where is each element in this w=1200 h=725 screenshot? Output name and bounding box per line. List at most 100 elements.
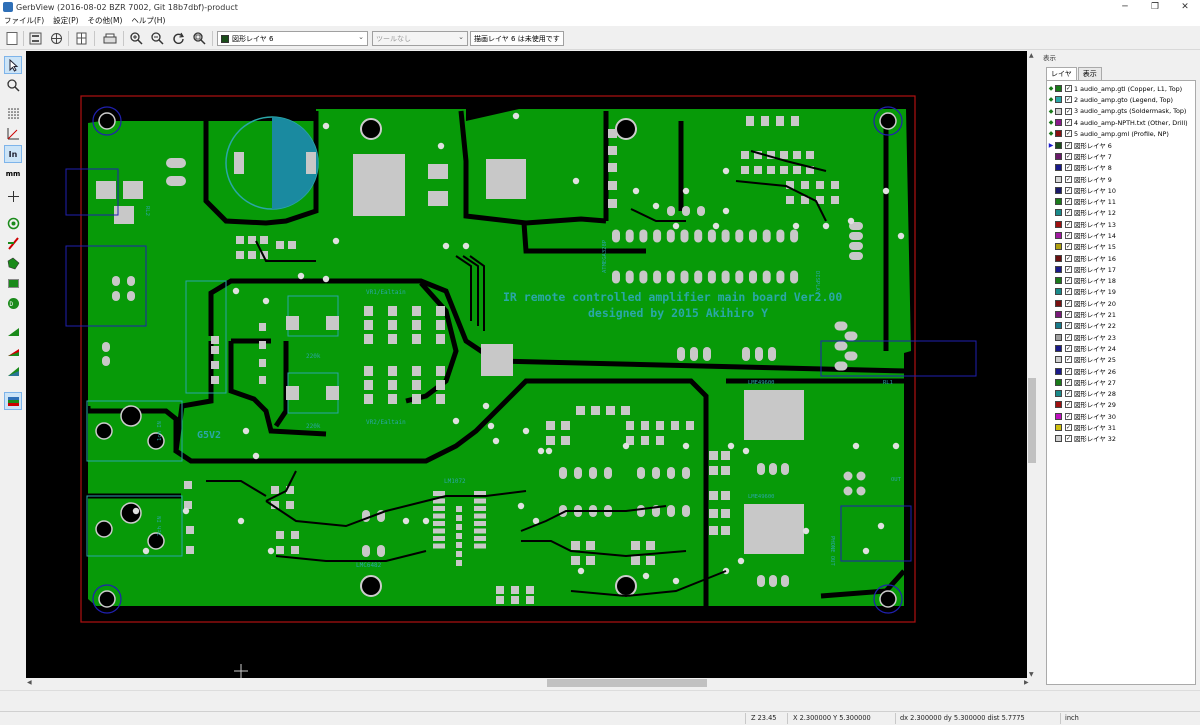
layer-row[interactable]: ✓図形レイヤ 21 <box>1047 309 1195 320</box>
layer-visible-checkbox[interactable]: ✓ <box>1065 311 1072 319</box>
layer-visible-checkbox[interactable]: ✓ <box>1065 265 1072 273</box>
layer-visible-checkbox[interactable]: ✓ <box>1065 344 1072 352</box>
diff-mode-icon[interactable] <box>4 321 22 339</box>
open-gerber-icon[interactable] <box>26 30 44 47</box>
layer-row[interactable]: ◆✓2 audio_amp.gto (Legend, Top) <box>1047 94 1195 105</box>
layer-color-swatch[interactable] <box>1055 254 1062 262</box>
minimize-button[interactable]: ─ <box>1122 2 1128 12</box>
layer-row[interactable]: ✓図形レイヤ 18 <box>1047 275 1195 286</box>
layer-visible-checkbox[interactable]: ✓ <box>1065 186 1072 194</box>
layer-visible-checkbox[interactable]: ✓ <box>1065 85 1072 93</box>
layer-row[interactable]: ◆✓4 audio_amp-NPTH.txt (Other, Drill) <box>1047 117 1195 128</box>
show-negative-objects-icon[interactable]: D <box>4 294 22 312</box>
layer-color-swatch[interactable] <box>1055 277 1062 285</box>
layer-row[interactable]: ✓図形レイヤ 10 <box>1047 185 1195 196</box>
layer-row[interactable]: ✓図形レイヤ 25 <box>1047 354 1195 365</box>
layer-color-swatch[interactable] <box>1055 164 1062 172</box>
layer-color-swatch[interactable] <box>1055 356 1062 364</box>
layer-visible-checkbox[interactable]: ✓ <box>1065 424 1072 432</box>
layer-row[interactable]: ◆✓3 audio_amp.gts (Soldermask, Top) <box>1047 106 1195 117</box>
layer-color-swatch[interactable] <box>1055 322 1062 330</box>
layer-color-swatch[interactable] <box>1055 186 1062 194</box>
layer-color-swatch[interactable] <box>1055 119 1062 127</box>
new-file-icon[interactable] <box>3 30 21 47</box>
layer-color-swatch[interactable] <box>1055 435 1062 443</box>
layer-color-swatch[interactable] <box>1055 232 1062 239</box>
units-inch-icon[interactable]: In <box>4 145 22 163</box>
layer-color-swatch[interactable] <box>1055 265 1062 273</box>
layer-visible-checkbox[interactable]: ✓ <box>1065 96 1072 104</box>
layer-visible-checkbox[interactable]: ✓ <box>1065 401 1072 409</box>
layer-row[interactable]: ✓図形レイヤ 31 <box>1047 422 1195 433</box>
scroll-right-icon[interactable]: ▶ <box>1024 679 1029 686</box>
layer-row[interactable]: ✓図形レイヤ 17 <box>1047 264 1195 275</box>
layer-visible-checkbox[interactable]: ✓ <box>1065 435 1072 443</box>
menu-settings[interactable]: 設定(P) <box>53 15 79 25</box>
scroll-down-icon[interactable]: ▼ <box>1029 671 1034 678</box>
maximize-button[interactable]: ❐ <box>1150 2 1160 12</box>
layer-color-swatch[interactable] <box>1055 198 1062 206</box>
layer-row[interactable]: ✓図形レイヤ 23 <box>1047 332 1195 343</box>
layer-visible-checkbox[interactable]: ✓ <box>1065 130 1072 138</box>
scroll-left-icon[interactable]: ◀ <box>27 679 32 686</box>
layer-visible-checkbox[interactable]: ✓ <box>1065 288 1072 296</box>
layer-visible-checkbox[interactable]: ✓ <box>1065 209 1072 217</box>
layer-color-swatch[interactable] <box>1055 85 1062 93</box>
select-arrow-icon[interactable] <box>4 56 22 74</box>
layer-color-swatch[interactable] <box>1055 96 1062 104</box>
layer-row[interactable]: ✓図形レイヤ 22 <box>1047 320 1195 331</box>
layer-color-swatch[interactable] <box>1055 243 1062 251</box>
close-button[interactable]: ✕ <box>1181 2 1189 12</box>
layer-manager-icon[interactable] <box>72 30 90 47</box>
polygons-sketch-icon[interactable] <box>4 254 22 272</box>
layer-color-swatch[interactable] <box>1055 130 1062 138</box>
menu-file[interactable]: ファイル(F) <box>4 15 45 25</box>
layer-visible-checkbox[interactable]: ✓ <box>1065 107 1072 115</box>
layer-row[interactable]: ◆✓5 audio_amp.gml (Profile, NP) <box>1047 128 1195 139</box>
layer-color-swatch[interactable] <box>1055 412 1062 420</box>
layer-visible-checkbox[interactable]: ✓ <box>1065 378 1072 386</box>
tab-layers[interactable]: レイヤ <box>1046 67 1077 80</box>
layer-manager-side-icon[interactable] <box>4 392 22 410</box>
layer-color-swatch[interactable] <box>1055 107 1062 115</box>
layer-color-swatch[interactable] <box>1055 333 1062 341</box>
vertical-scroll-thumb[interactable] <box>1028 378 1036 463</box>
flashed-items-sketch-icon[interactable] <box>4 214 22 232</box>
polar-coords-icon[interactable] <box>4 124 22 142</box>
lines-sketch-icon[interactable] <box>4 234 22 252</box>
layer-visible-checkbox[interactable]: ✓ <box>1065 367 1072 375</box>
layer-color-swatch[interactable] <box>1055 209 1062 217</box>
layer-visible-checkbox[interactable]: ✓ <box>1065 141 1072 149</box>
layer-visible-checkbox[interactable]: ✓ <box>1065 277 1072 285</box>
layer-color-swatch[interactable] <box>1055 152 1062 160</box>
layer-row[interactable]: ▶✓図形レイヤ 6 <box>1047 139 1195 150</box>
layer-row[interactable]: ✓図形レイヤ 20 <box>1047 298 1195 309</box>
layer-color-swatch[interactable] <box>1055 401 1062 409</box>
layer-row[interactable]: ✓図形レイヤ 15 <box>1047 241 1195 252</box>
layer-visible-checkbox[interactable]: ✓ <box>1065 322 1072 330</box>
layer-visible-checkbox[interactable]: ✓ <box>1065 152 1072 160</box>
layer-color-swatch[interactable] <box>1055 424 1062 432</box>
redraw-icon[interactable] <box>169 30 187 47</box>
layer-color-swatch[interactable] <box>1055 344 1062 352</box>
horizontal-scrollbar[interactable]: ◀ ▶ <box>26 678 1036 688</box>
layer-row[interactable]: ✓図形レイヤ 29 <box>1047 399 1195 410</box>
layer-visible-checkbox[interactable]: ✓ <box>1065 220 1072 228</box>
menu-misc[interactable]: その他(M) <box>87 15 123 25</box>
layer-row[interactable]: ✓図形レイヤ 7 <box>1047 151 1195 162</box>
layer-visible-checkbox[interactable]: ✓ <box>1065 356 1072 364</box>
layer-visible-checkbox[interactable]: ✓ <box>1065 198 1072 206</box>
layer-row[interactable]: ✓図形レイヤ 30 <box>1047 411 1195 422</box>
layer-row[interactable]: ✓図形レイヤ 11 <box>1047 196 1195 207</box>
zoom-out-icon[interactable] <box>148 30 166 47</box>
layer-color-swatch[interactable] <box>1055 367 1062 375</box>
layer-row[interactable]: ✓図形レイヤ 9 <box>1047 173 1195 184</box>
layer-row[interactable]: ✓図形レイヤ 19 <box>1047 286 1195 297</box>
gerber-canvas[interactable]: IR remote controlled amplifier main boar… <box>26 51 1036 681</box>
layer-visible-checkbox[interactable]: ✓ <box>1065 119 1072 127</box>
layer-color-swatch[interactable] <box>1055 299 1062 307</box>
layer-select[interactable]: 図形レイヤ 6 ⌄ <box>217 31 368 46</box>
layer-color-swatch[interactable] <box>1055 311 1062 319</box>
layer-unused-notice[interactable]: 描画レイヤ 6 は未使用です <box>470 31 564 46</box>
scroll-up-icon[interactable]: ▲ <box>1029 52 1034 59</box>
